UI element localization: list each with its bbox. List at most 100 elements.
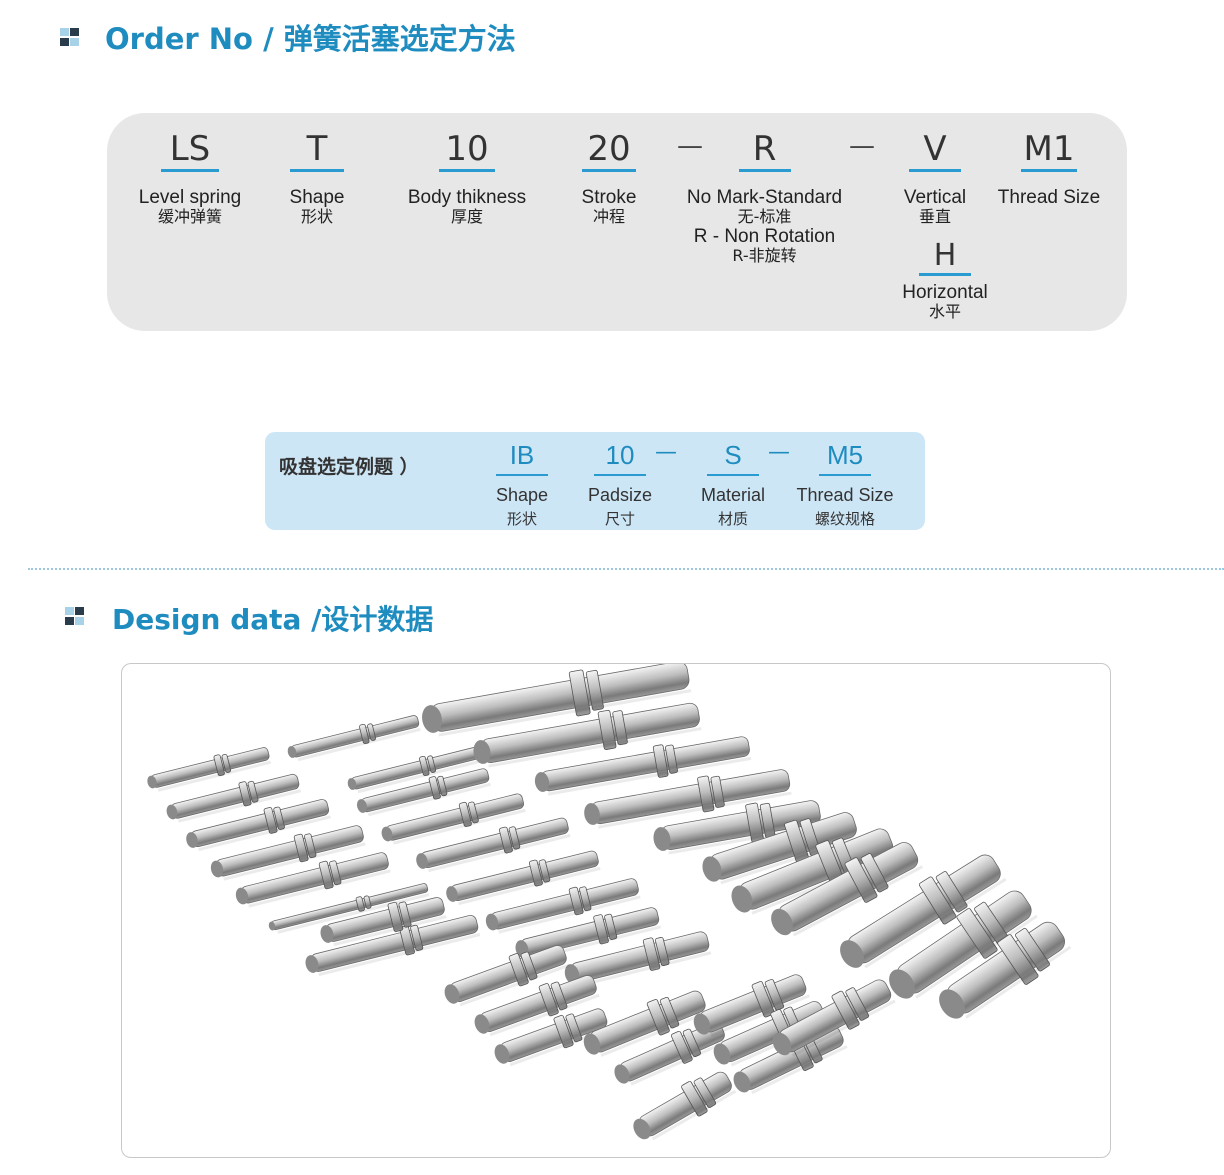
code-value: H — [933, 238, 957, 273]
plunger-part — [305, 915, 481, 977]
example-code-s: S Material 材质 — [689, 440, 777, 528]
code-value: M1 — [1023, 129, 1075, 169]
plunger-part — [416, 817, 571, 873]
example-underline — [819, 474, 871, 476]
example-label-en: Thread Size — [796, 485, 894, 505]
plunger-part — [444, 945, 570, 1007]
example-separator: — — [768, 440, 790, 465]
plunger-part — [702, 812, 861, 885]
plunger-part — [485, 878, 641, 934]
plunger-part — [939, 921, 1072, 1019]
plunger-part — [186, 799, 331, 852]
code-underline — [919, 273, 971, 276]
code-label-cn: 无-标准 — [737, 207, 792, 226]
code-label-cn: 缓冲弹簧 — [157, 207, 222, 226]
code-value: V — [923, 129, 947, 169]
code-label-cn: 水平 — [928, 302, 961, 321]
plunger-parts — [147, 664, 1072, 1141]
product-photo — [121, 663, 1111, 1158]
plunger-part — [614, 1021, 729, 1086]
example-box: 吸盘选定例题 ） IB Shape 形状 10 Padsize 尺寸 — S M… — [265, 432, 925, 530]
code-label-cn: 垂直 — [918, 207, 951, 226]
example-underline — [594, 474, 646, 476]
example-underline — [707, 474, 759, 476]
plunger-part — [268, 883, 430, 934]
plunger-part — [772, 979, 896, 1057]
plunger-part — [166, 773, 302, 823]
code-underline — [439, 169, 495, 172]
code-label-en: Horizontal — [902, 282, 988, 303]
plunger-part — [147, 747, 272, 792]
code-value: 10 — [445, 129, 489, 169]
plunger-part — [347, 747, 481, 794]
plunger-part — [446, 850, 601, 906]
plunger-part — [889, 890, 1038, 999]
plunger-part — [731, 828, 898, 915]
example-label-cn: 螺纹规格 — [814, 510, 875, 528]
code-20: 20 Stroke 冲程 — [559, 129, 659, 226]
code-label-en: Thread Size — [997, 187, 1101, 208]
example-label-cn: 形状 — [506, 510, 537, 528]
design-section-title: Design data /设计数据 — [112, 603, 434, 636]
plunger-part — [210, 825, 366, 881]
code-label-cn: 冲程 — [592, 207, 625, 226]
plunger-part — [633, 1071, 737, 1141]
code-t: T Shape 形状 — [267, 129, 367, 226]
example-label-en: Shape — [495, 485, 549, 505]
plunger-part — [287, 715, 421, 762]
code-value: R — [752, 129, 777, 169]
code-value: LS — [169, 129, 211, 169]
code-label-en: Vertical — [903, 187, 967, 208]
plunger-part — [534, 736, 752, 796]
example-label-en: Material — [700, 485, 766, 505]
plunger-part — [235, 852, 391, 908]
plunger-part — [693, 974, 810, 1037]
code-label-en: No Mark-Standard — [686, 187, 843, 208]
code-underline — [738, 169, 791, 172]
code-separator: — — [849, 131, 875, 161]
code-ls: LS Level spring 缓冲弹簧 — [125, 129, 255, 226]
example-code-m5: M5 Thread Size 螺纹规格 — [791, 440, 899, 528]
example-label-en: Padsize — [587, 485, 653, 505]
example-separator: — — [655, 440, 677, 465]
code-value: 20 — [587, 129, 631, 169]
code-underline — [161, 169, 219, 172]
plunger-part — [840, 854, 1007, 969]
section-icon — [60, 28, 82, 48]
plunger-part — [584, 769, 792, 829]
example-code-value: 10 — [605, 440, 635, 470]
code-underline — [582, 169, 636, 172]
plunger-part — [422, 664, 692, 737]
plunger-part — [583, 990, 710, 1057]
example-underline — [496, 474, 548, 476]
plunger-part — [473, 702, 702, 768]
spring-plungers-illustration — [147, 664, 1072, 1141]
code-label-cn-alt: R-非旋转 — [732, 246, 797, 265]
plunger-part — [494, 1008, 611, 1067]
code-v: V Vertical 垂直 — [885, 129, 985, 226]
code-value: T — [306, 129, 328, 169]
example-label-cn: 材质 — [717, 510, 748, 528]
example-code-10: 10 Padsize 尺寸 — [577, 440, 663, 528]
plunger-part — [320, 897, 447, 947]
plunger-part — [356, 768, 491, 817]
section-divider — [28, 568, 1224, 570]
code-label-en: Body thikness — [407, 187, 527, 208]
plunger-part — [771, 842, 924, 937]
code-underline — [1021, 169, 1077, 172]
order-section-title: Order No / 弹簧活塞选定方法 — [105, 22, 516, 56]
example-code-value: M5 — [826, 440, 864, 470]
example-code-value: IB — [509, 440, 535, 470]
example-code-value: S — [724, 440, 742, 470]
example-label: 吸盘选定例题 ） — [279, 456, 419, 478]
code-underline — [909, 169, 961, 172]
code-label-en: Level spring — [138, 187, 242, 208]
section-icon — [65, 607, 87, 627]
code-separator: — — [677, 131, 703, 161]
code-r: R No Mark-Standard 无-标准 R - Non Rotation… — [677, 129, 852, 265]
code-label-cn: 厚度 — [450, 207, 483, 226]
code-label-en: Stroke — [581, 187, 637, 208]
order-code-box: LS Level spring 缓冲弹簧 T Shape 形状 10 Body … — [107, 113, 1127, 331]
code-label-en: Shape — [289, 187, 345, 208]
code-label-en-alt: R - Non Rotation — [693, 226, 836, 247]
